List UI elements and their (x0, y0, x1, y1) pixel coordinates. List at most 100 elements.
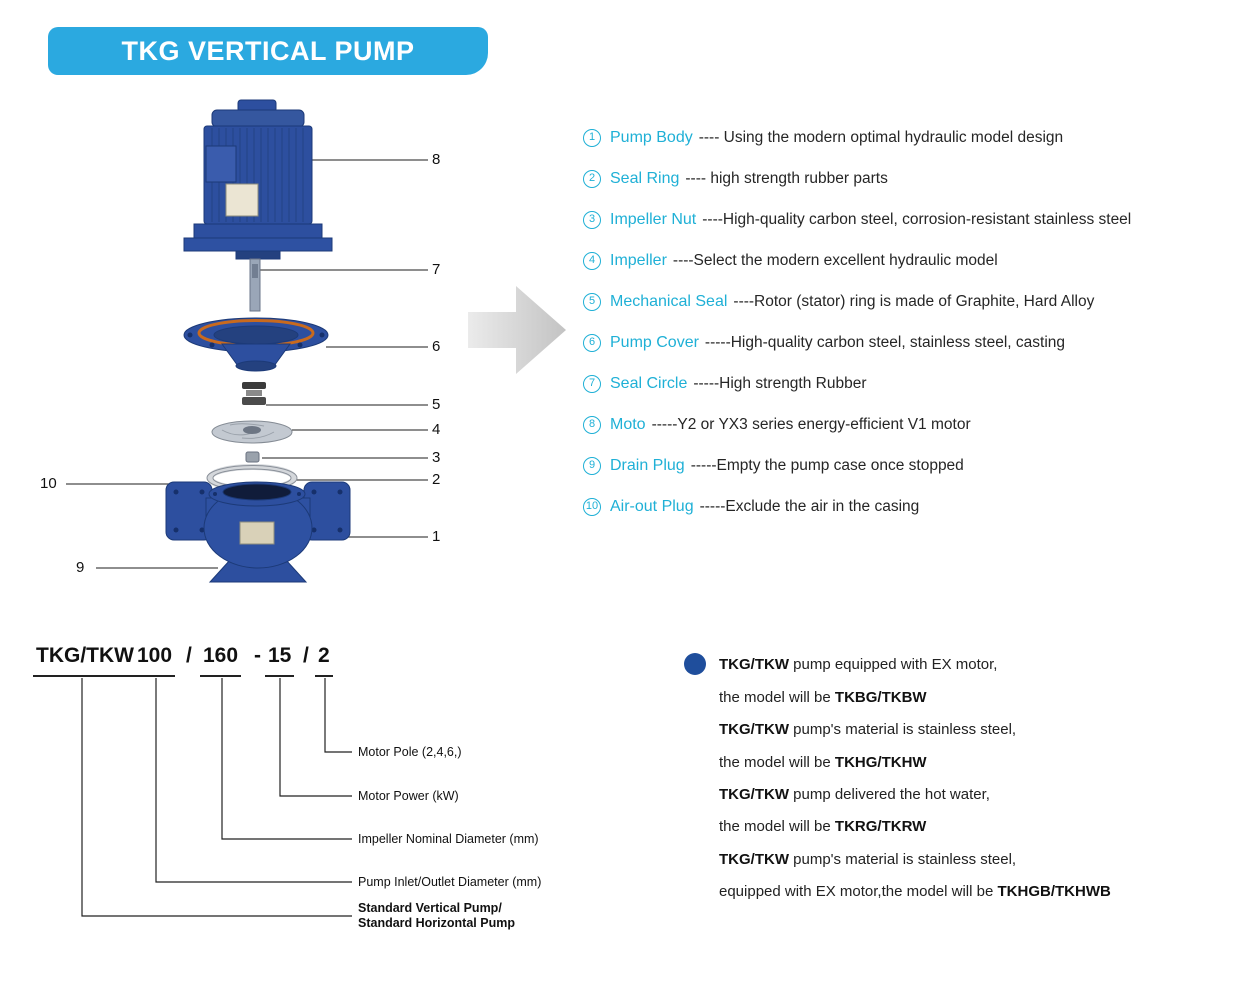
part-name: Air-out Plug (610, 498, 694, 515)
flow-arrow (468, 286, 566, 374)
note-line: the model will be TKHG/TKHW (719, 754, 927, 771)
part-description: ----Rotor (stator) ring is made of Graph… (733, 293, 1095, 310)
callout-number-3: 3 (432, 449, 441, 466)
part-name: Pump Cover (610, 334, 699, 351)
part-number-badge: 1 (583, 129, 601, 147)
part-list-item-air-out-plug: 10 Air-out Plug -----Exclude the air in … (583, 495, 1131, 519)
part-name: Impeller Nut (610, 211, 697, 228)
note-head: TKG/TKW (719, 851, 789, 868)
code-series: TKG/TKW (33, 644, 137, 677)
note-mid: the model will be (719, 689, 835, 706)
note-head: TKG/TKW (719, 656, 789, 673)
part-description: -----Exclude the air in the casing (699, 498, 920, 515)
code-inlet-outlet: 100 (134, 644, 176, 677)
nomenclature-connector-lines (81, 678, 352, 917)
note-model: TKHG/TKHW (834, 754, 927, 771)
part-list-item-pump-cover: 6 Pump Cover -----High-quality carbon st… (583, 331, 1131, 355)
mechanical-seal-part (242, 382, 266, 405)
part-name: Seal Circle (610, 375, 688, 392)
nomenclature-label-horizontal: Standard Horizontal Pump (358, 916, 515, 930)
callout-number-7: 7 (432, 261, 441, 278)
note-model: TKBG/TKBW (834, 689, 927, 706)
part-description: ----Select the modern excellent hydrauli… (672, 252, 998, 269)
callout-lines (66, 159, 428, 569)
part-number-badge: 9 (583, 457, 601, 475)
note-head: TKG/TKW (719, 786, 789, 803)
part-number-badge: 2 (583, 170, 601, 188)
note-line: the model will be TKRG/TKRW (719, 818, 926, 835)
code-separator-3: / (303, 644, 309, 667)
impeller-part (211, 420, 293, 444)
part-list-item-impeller-nut: 3 Impeller Nut ----High-quality carbon s… (583, 208, 1131, 232)
nomenclature-label-pump-type: Standard Vertical Pump/ Standard Horizon… (358, 901, 515, 931)
note-line: the model will be TKBG/TKBW (719, 689, 927, 706)
part-number-badge: 10 (583, 498, 601, 516)
note-mid: pump's material is stainless steel, (788, 851, 1017, 868)
callout-number-5: 5 (432, 396, 441, 413)
nomenclature-label-motor-pole: Motor Pole (2,4,6,) (358, 745, 462, 759)
part-description: -----High strength Rubber (693, 375, 867, 392)
part-number-badge: 8 (583, 416, 601, 434)
part-name: Moto (610, 416, 646, 433)
page-title: TKG VERTICAL PUMP (121, 35, 415, 66)
part-list-item-mechanical-seal: 5 Mechanical Seal ----Rotor (stator) rin… (583, 290, 1131, 314)
part-description: -----Empty the pump case once stopped (690, 457, 964, 474)
callout-number-2: 2 (432, 471, 441, 488)
title-banner: TKG VERTICAL PUMP (48, 27, 488, 75)
part-list-item-drain-plug: 9 Drain Plug -----Empty the pump case on… (583, 454, 1131, 478)
part-list-item-seal-ring: 2 Seal Ring ---- high strength rubber pa… (583, 167, 1131, 191)
part-description: ---- Using the modern optimal hydraulic … (698, 129, 1064, 146)
part-name: Seal Ring (610, 170, 680, 187)
nomenclature-label-impeller-diameter: Impeller Nominal Diameter (mm) (358, 832, 539, 846)
note-mid: the model will be (719, 818, 835, 835)
bullet-icon (684, 653, 706, 675)
part-name: Pump Body (610, 129, 693, 146)
part-name: Drain Plug (610, 457, 685, 474)
note-mid: equipped with EX motor,the model will be (719, 883, 998, 900)
code-motor-pole: 2 (315, 644, 333, 677)
part-description: ----High-quality carbon steel, corrosion… (702, 211, 1132, 228)
shaft-part (235, 250, 281, 312)
pump-exploded-diagram (66, 99, 566, 583)
part-list-item-seal-circle: 7 Seal Circle -----High strength Rubber (583, 372, 1131, 396)
note-line: TKG/TKW pump delivered the hot water, (719, 786, 990, 803)
part-number-badge: 4 (583, 252, 601, 270)
part-list-item-pump-body: 1 Pump Body ---- Using the modern optima… (583, 126, 1131, 150)
nomenclature-label-vertical: Standard Vertical Pump/ (358, 901, 502, 915)
callout-number-8: 8 (432, 151, 441, 168)
pump-body-part (165, 481, 351, 583)
callout-number-6: 6 (432, 338, 441, 355)
part-number-badge: 7 (583, 375, 601, 393)
part-description: ---- high strength rubber parts (685, 170, 888, 187)
note-mid: pump delivered the hot water, (788, 786, 990, 803)
part-name: Impeller (610, 252, 667, 269)
parts-list: 1 Pump Body ---- Using the modern optima… (583, 126, 1131, 536)
part-description: -----Y2 or YX3 series energy-efficient V… (651, 416, 971, 433)
note-head: TKG/TKW (719, 721, 789, 738)
part-number-badge: 6 (583, 334, 601, 352)
pump-cover-part (183, 317, 329, 372)
code-impeller-diameter: 160 (200, 644, 242, 677)
code-separator-2: - (254, 644, 261, 667)
callout-number-4: 4 (432, 421, 441, 438)
part-number-badge: 3 (583, 211, 601, 229)
note-line: TKG/TKW pump equipped with EX motor, (719, 656, 997, 673)
note-model: TKRG/TKRW (834, 818, 927, 835)
note-line: TKG/TKW pump's material is stainless ste… (719, 721, 1016, 738)
callout-number-1: 1 (432, 528, 441, 545)
note-line: equipped with EX motor,the model will be… (719, 883, 1111, 900)
part-list-item-motor: 8 Moto -----Y2 or YX3 series energy-effi… (583, 413, 1131, 437)
callout-number-10: 10 (40, 475, 57, 492)
part-description: -----High-quality carbon steel, stainles… (704, 334, 1066, 351)
part-list-item-impeller: 4 Impeller ----Select the modern excelle… (583, 249, 1131, 273)
note-line: TKG/TKW pump's material is stainless ste… (719, 851, 1016, 868)
note-mid: pump equipped with EX motor, (788, 656, 998, 673)
note-model: TKHGB/TKHWB (997, 883, 1111, 900)
nomenclature-label-motor-power: Motor Power (kW) (358, 789, 459, 803)
nomenclature-label-inlet-outlet: Pump Inlet/Outlet Diameter (mm) (358, 875, 542, 889)
note-mid: pump's material is stainless steel, (788, 721, 1017, 738)
code-motor-power: 15 (265, 644, 295, 677)
motor-part (183, 99, 333, 252)
part-number-badge: 5 (583, 293, 601, 311)
